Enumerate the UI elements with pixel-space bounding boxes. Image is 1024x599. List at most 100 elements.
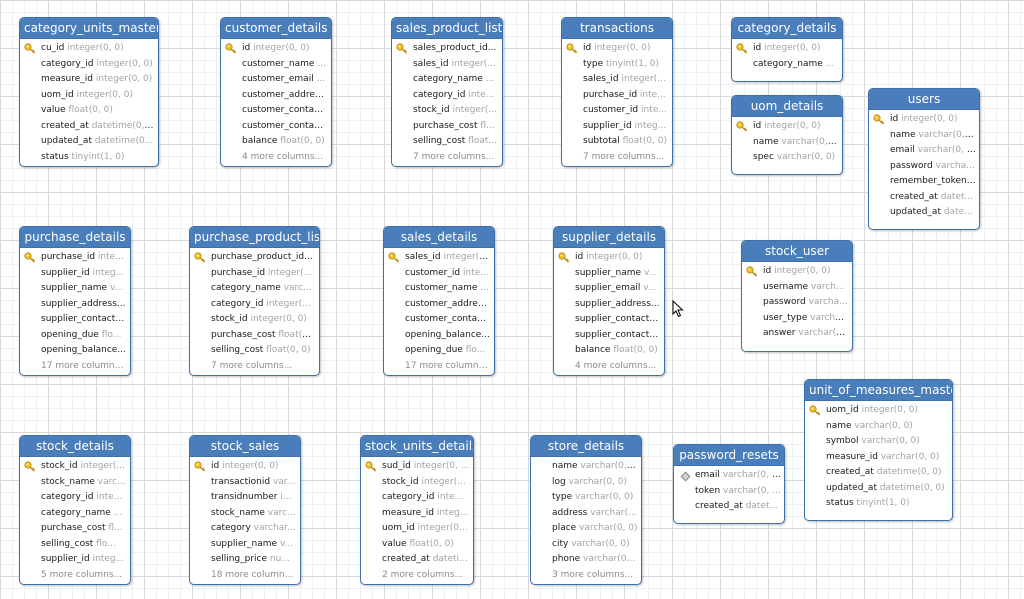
- column-row[interactable]: supplier_name v...: [190, 537, 300, 553]
- column-row[interactable]: supplier_email v...: [554, 281, 664, 297]
- column-row[interactable]: category_name ...: [20, 506, 130, 522]
- column-row[interactable]: supplier_id integ...: [20, 552, 130, 568]
- column-row[interactable]: user_type varcha...: [742, 311, 852, 327]
- column-row[interactable]: stock_name varc...: [20, 475, 130, 491]
- column-row[interactable]: supplier_id integ...: [20, 266, 130, 282]
- more-columns-row[interactable]: 3 more columns...: [552, 569, 634, 580]
- column-row[interactable]: status tinyint(1, 0): [20, 150, 158, 166]
- more-columns-row[interactable]: 17 more columns...: [41, 360, 128, 371]
- column-row[interactable]: category_id inte...: [20, 490, 130, 506]
- column-row[interactable]: subtotal float(0, 0): [562, 134, 672, 150]
- column-row[interactable]: email varchar(0, 0): [674, 468, 784, 484]
- column-row[interactable]: value float(0, 0): [361, 537, 473, 553]
- column-row[interactable]: selling_price nu...: [190, 552, 300, 568]
- column-row[interactable]: id integer(0, 0): [562, 41, 672, 57]
- column-row[interactable]: uom_id integer(0, 0): [20, 88, 158, 104]
- column-row[interactable]: id integer(0, 0): [869, 112, 979, 128]
- column-row[interactable]: status tinyint(1, 0): [805, 496, 952, 512]
- column-row[interactable]: stock_name varc...: [190, 506, 300, 522]
- column-row[interactable]: name varchar(0, ...: [869, 128, 979, 144]
- column-row[interactable]: category_name varc...: [190, 281, 319, 297]
- column-row[interactable]: category_id integer(...: [190, 297, 319, 313]
- column-row[interactable]: created_at datetime(0, ...: [20, 119, 158, 135]
- column-row[interactable]: stock_id integer(...: [20, 459, 130, 475]
- more-columns-row[interactable]: 5 more columns...: [41, 569, 123, 580]
- column-row[interactable]: selling_cost float(0, 0): [190, 343, 319, 359]
- more-columns-row[interactable]: 7 more columns...: [413, 151, 495, 162]
- column-row[interactable]: spec varchar(0, 0): [732, 150, 842, 166]
- column-row[interactable]: stock_id integer(...: [392, 103, 502, 119]
- column-row[interactable]: category_id inte...: [392, 88, 502, 104]
- column-row[interactable]: opening_balance...: [384, 328, 494, 344]
- column-row[interactable]: customer_address...: [384, 297, 494, 313]
- more-columns-row[interactable]: 2 more columns...: [382, 569, 464, 580]
- column-row[interactable]: transactionid var...: [190, 475, 300, 491]
- column-row[interactable]: supplier_contact2...: [554, 328, 664, 344]
- column-row[interactable]: address varchar(...: [531, 506, 641, 522]
- column-row[interactable]: customer_id inte...: [384, 266, 494, 282]
- column-row[interactable]: uom_id integer(0...: [361, 521, 473, 537]
- column-row[interactable]: created_at dateti...: [361, 552, 473, 568]
- column-row[interactable]: sud_id integer(0, ...: [361, 459, 473, 475]
- more-columns-row[interactable]: 7 more columns...: [211, 360, 293, 371]
- column-row[interactable]: customer_address ...: [221, 88, 331, 104]
- column-row[interactable]: purchase_cost fl...: [20, 521, 130, 537]
- column-row[interactable]: supplier_name v...: [554, 266, 664, 282]
- column-row[interactable]: token varchar(0, ...: [674, 484, 784, 500]
- column-row[interactable]: id integer(0, 0): [732, 41, 842, 57]
- column-row[interactable]: password varcha...: [742, 295, 852, 311]
- column-row[interactable]: sales_product_id...: [392, 41, 502, 57]
- column-row[interactable]: supplier_id integ...: [562, 119, 672, 135]
- column-row[interactable]: transidnumber i...: [190, 490, 300, 506]
- column-row[interactable]: id integer(0, 0): [742, 264, 852, 280]
- column-row[interactable]: customer_contact2: [221, 119, 331, 135]
- column-row[interactable]: customer_name ...: [384, 281, 494, 297]
- column-row[interactable]: supplier_contact1...: [20, 312, 130, 328]
- column-row[interactable]: category varchar...: [190, 521, 300, 537]
- column-row[interactable]: sales_id integer(0...: [384, 250, 494, 266]
- column-row[interactable]: name varchar(0, ...: [531, 459, 641, 475]
- column-row[interactable]: balance float(0, 0): [221, 134, 331, 150]
- more-columns-row[interactable]: 7 more columns...: [583, 151, 665, 162]
- column-row[interactable]: purchase_id integer(...: [190, 266, 319, 282]
- column-row[interactable]: supplier_name v...: [20, 281, 130, 297]
- column-row[interactable]: purchase_product_id...: [190, 250, 319, 266]
- column-row[interactable]: id integer(0, 0): [190, 459, 300, 475]
- column-row[interactable]: updated_at datetime(0, 0): [805, 481, 952, 497]
- column-row[interactable]: selling_cost float...: [392, 134, 502, 150]
- column-row[interactable]: stock_id integer(...: [361, 475, 473, 491]
- column-row[interactable]: name varchar(0, 0): [805, 419, 952, 435]
- column-row[interactable]: supplier_contact1...: [554, 312, 664, 328]
- column-row[interactable]: customer_email ...: [221, 72, 331, 88]
- column-row[interactable]: supplier_address...: [554, 297, 664, 313]
- column-row[interactable]: symbol varchar(0, 0): [805, 434, 952, 450]
- column-row[interactable]: category_id inte...: [361, 490, 473, 506]
- column-row[interactable]: supplier_address...: [20, 297, 130, 313]
- column-row[interactable]: id integer(0, 0): [554, 250, 664, 266]
- column-row[interactable]: log varchar(0, 0): [531, 475, 641, 491]
- column-row[interactable]: email varchar(0, 0): [869, 143, 979, 159]
- column-row[interactable]: phone varchar(0...: [531, 552, 641, 568]
- column-row[interactable]: customer_contact1: [221, 103, 331, 119]
- column-row[interactable]: purchase_id inte...: [562, 88, 672, 104]
- column-row[interactable]: password varcha...: [869, 159, 979, 175]
- column-row[interactable]: cu_id integer(0, 0): [20, 41, 158, 57]
- column-row[interactable]: uom_id integer(0, 0): [805, 403, 952, 419]
- column-row[interactable]: purchase_id inte...: [20, 250, 130, 266]
- column-row[interactable]: stock_id integer(0, 0): [190, 312, 319, 328]
- more-columns-row[interactable]: 4 more columns...: [242, 151, 324, 162]
- more-columns-row[interactable]: 17 more columns...: [405, 360, 492, 371]
